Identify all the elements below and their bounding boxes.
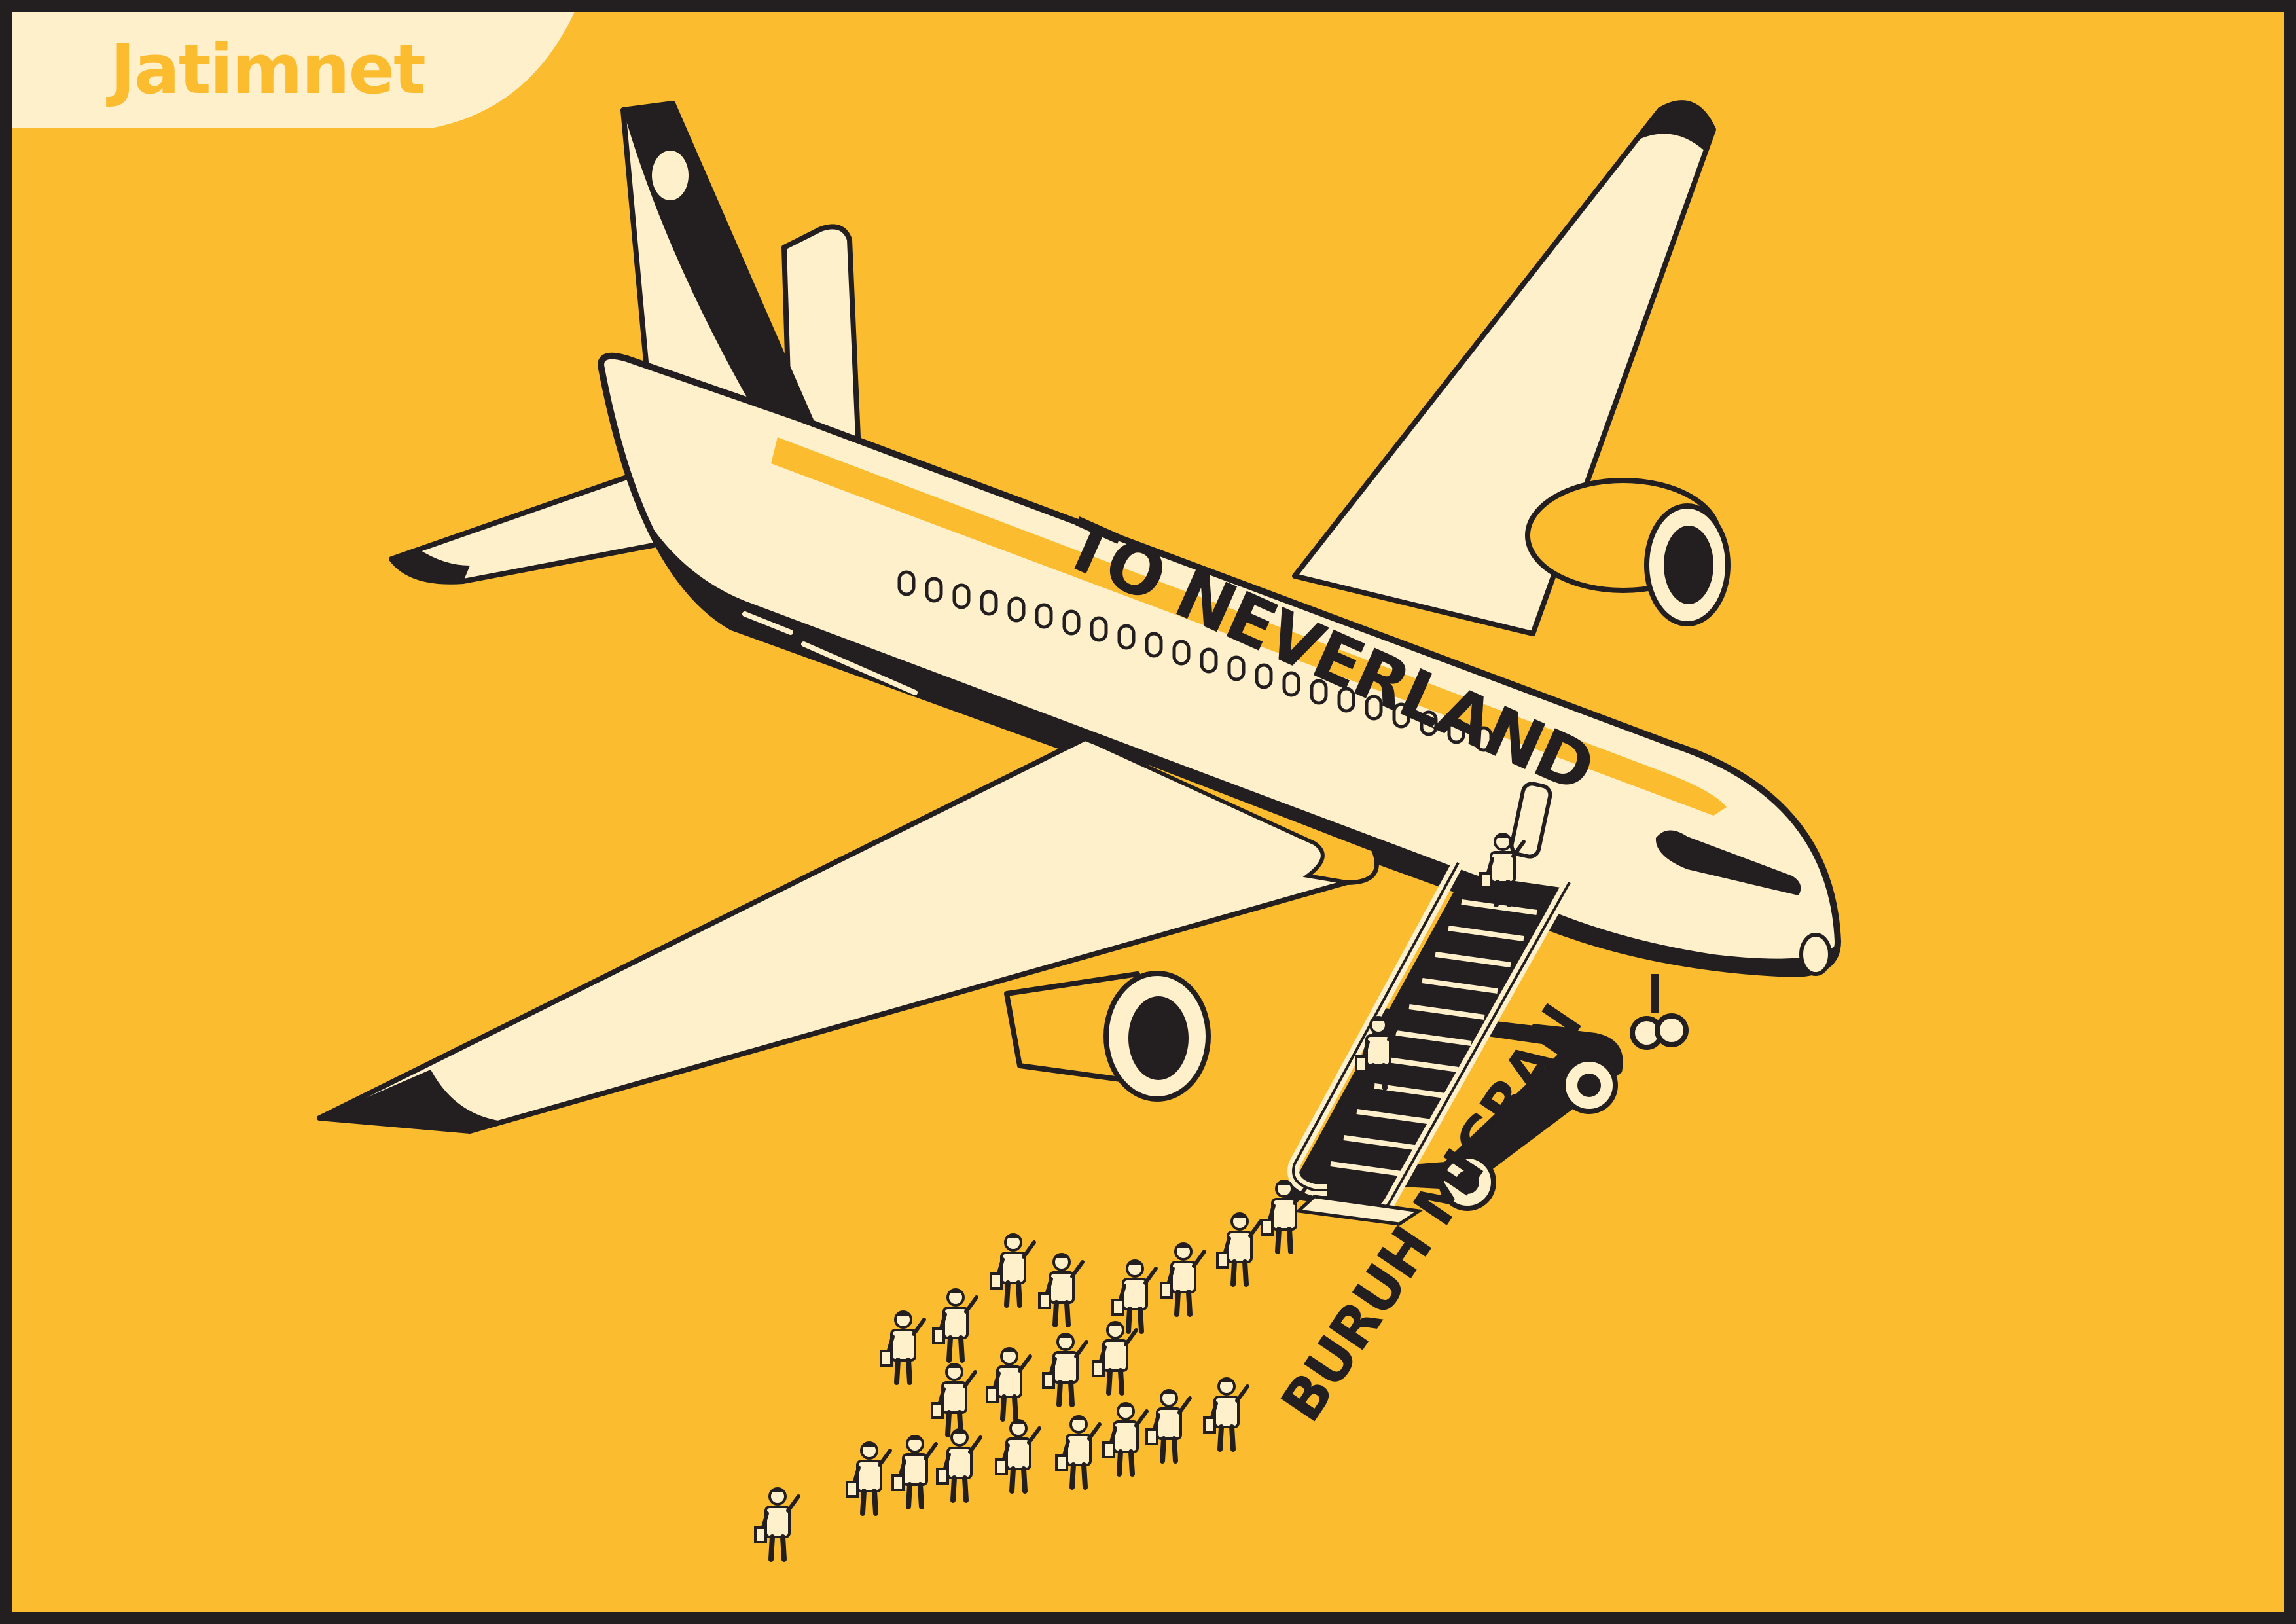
- airplane-illustration: TO NEVERLAND: [317, 100, 1841, 1612]
- fuselage: [598, 352, 1841, 977]
- brand-logo: Jatimnet: [110, 29, 426, 109]
- logo-tab: [12, 12, 575, 128]
- window-row: [897, 570, 1493, 752]
- far-wing: [1292, 100, 1731, 636]
- stair-truck: [1285, 859, 1623, 1226]
- landing-gear: [1630, 974, 1689, 1050]
- near-wing: [317, 736, 1379, 1134]
- poster-canvas: Jatimnet: [12, 12, 2284, 1612]
